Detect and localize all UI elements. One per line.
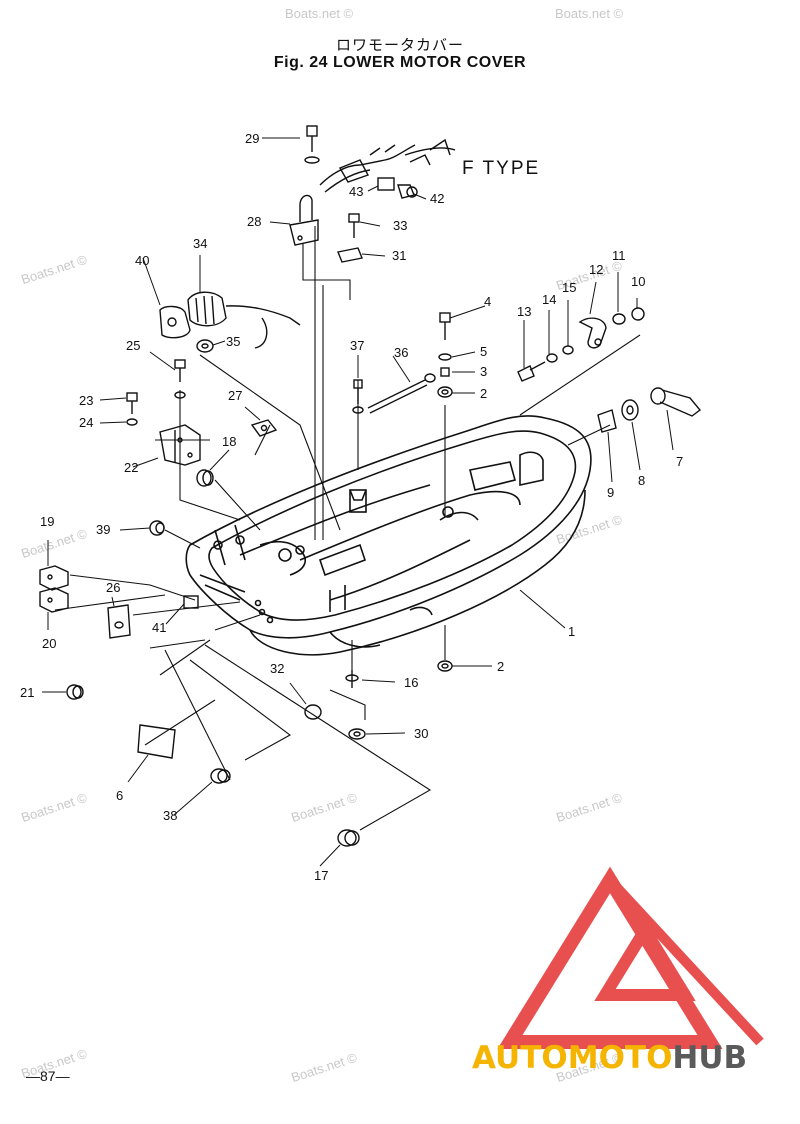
clip-icon [39,565,69,613]
pin-icon [352,379,364,414]
callout-label: 37 [350,338,364,353]
bolt-icon [437,312,453,398]
bolt-icon [174,359,186,399]
callout-label: 12 [589,262,603,277]
plug-icon [210,768,231,784]
callout-label: 16 [404,675,418,690]
callout-label: 11 [612,248,626,263]
callout-label: 24 [79,415,93,430]
lower-motor-cover-drawing [185,415,592,656]
callout-label: 43 [349,184,363,199]
clamp-icon [250,419,278,437]
plug-icon [337,829,360,847]
variant-label: F TYPE [462,158,541,179]
callout-label: 22 [124,460,138,475]
callout-labels: 1 2 2 3 4 5 6 7 8 9 10 11 12 13 14 15 16… [20,131,683,883]
grommet-icon [621,399,639,421]
brand-part: AUTO [472,1040,568,1076]
callout-label: 31 [392,248,406,263]
callout-label: 40 [135,253,149,268]
bracket-icon [159,424,201,466]
watermark: Boats.net © [555,6,624,21]
callout-label: 19 [40,514,54,529]
screw-icon [517,345,574,382]
bolt-icon [304,125,320,164]
brand-wordmark: AUTOMOTOHUB [472,1040,747,1076]
switch-holder-icon [289,194,319,246]
assembly-lines [54,226,641,831]
callout-label: 38 [163,808,177,823]
callout-label: 32 [270,661,284,676]
connector-icon [377,177,418,199]
callout-label: 39 [96,522,110,537]
callout-label: 21 [20,685,34,700]
grommet-icon [348,728,366,740]
grommet-icon [437,660,453,672]
callout-label: 28 [247,214,261,229]
link-arm-icon [578,317,607,349]
brand-logo-icon [497,866,764,1049]
wire-harness-icon [319,138,456,193]
grommet-icon [196,469,214,487]
callout-label: 42 [430,191,444,206]
callout-label: 34 [193,236,207,251]
brand-part: MOTO [567,1040,673,1076]
callout-label: 27 [228,388,242,403]
nut-icon [612,307,645,325]
callout-label: 18 [222,434,236,449]
choke-lever-icon [650,387,702,417]
switch-assembly-icon [187,291,301,349]
watermark: Boats.net © [285,6,354,21]
callout-label: 17 [314,868,328,883]
bolt-icon [126,392,138,426]
callout-label: 33 [393,218,407,233]
callout-label: 4 [484,294,491,309]
rod-icon [367,373,436,414]
cap-icon [337,247,363,263]
grommet-icon [149,520,165,536]
figure-title-japanese: ロワモータカバー [335,36,464,54]
callout-label: 2 [497,659,504,674]
page-number: —87— [26,1068,70,1084]
callout-label: 30 [414,726,428,741]
boot-icon [159,305,191,339]
screw-icon [348,213,360,238]
label-plate-icon [137,724,176,759]
callout-label: 6 [116,788,123,803]
callout-label: 5 [480,344,487,359]
callout-label: 15 [562,280,576,295]
callout-label: 35 [226,334,240,349]
callout-label: 10 [631,274,645,289]
callout-label: 26 [106,580,120,595]
callout-label: 36 [394,345,408,360]
callout-label: 14 [542,292,556,307]
callout-label: 7 [676,454,683,469]
callout-label: 2 [480,386,487,401]
plug-icon [304,704,322,720]
pad-icon [183,595,199,609]
bushing-icon [597,409,617,433]
callout-label: 20 [42,636,56,651]
callout-label: 1 [568,624,575,639]
grommet-icon [196,339,214,353]
callout-label: 23 [79,393,93,408]
callout-label: 41 [152,620,166,635]
callout-label: 8 [638,473,645,488]
figure-title: Fig. 24 LOWER MOTOR COVER [273,54,527,71]
bolt-icon [345,670,359,688]
plug-icon [66,684,84,700]
callout-label: 13 [517,304,531,319]
callout-label: 9 [607,485,614,500]
callout-label: 3 [480,364,487,379]
callout-label: 29 [245,131,259,146]
callout-label: 25 [126,338,140,353]
seal-pad-icon [107,604,131,639]
brand-part: HUB [672,1040,748,1076]
